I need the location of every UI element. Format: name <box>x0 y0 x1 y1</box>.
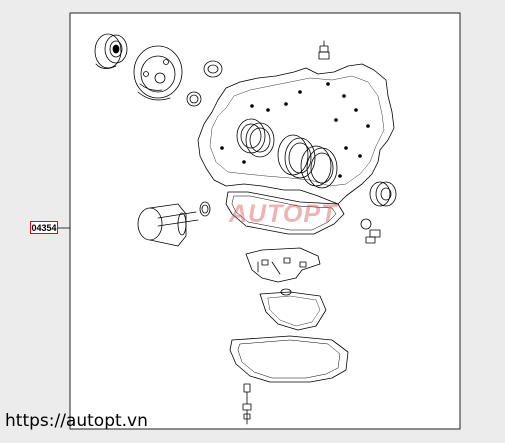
oil-pump-cover-part <box>133 45 183 101</box>
output-oil-seal-part <box>360 181 397 230</box>
valve-body-plate-part <box>245 247 321 283</box>
gasket-bolt-holes <box>220 82 370 178</box>
o-ring-part <box>203 60 223 78</box>
oil-strainer-part <box>259 288 327 331</box>
drain-bolt-part <box>318 40 330 60</box>
piston-seal-ring-part <box>277 134 316 179</box>
piston-seal-ring-part <box>300 145 338 189</box>
o-ring-part <box>186 91 202 107</box>
diagram-border <box>69 12 461 430</box>
case-gasket-part <box>197 63 395 205</box>
oil-pump-seal-part <box>94 33 128 69</box>
part-number-callout[interactable]: 04354 <box>30 221 58 234</box>
oil-pan-part <box>229 335 349 383</box>
drain-plug-part <box>242 383 252 425</box>
oil-strainer-housing-part <box>137 203 199 247</box>
autopt-watermark-logo: AUTOPT <box>229 200 338 228</box>
site-url-text: https://autopt.vn <box>5 411 148 431</box>
plug-part <box>365 229 381 244</box>
piston-seal-ring-part <box>236 118 275 158</box>
oil-pan-gasket-part <box>225 191 345 235</box>
o-ring-part <box>199 201 211 217</box>
